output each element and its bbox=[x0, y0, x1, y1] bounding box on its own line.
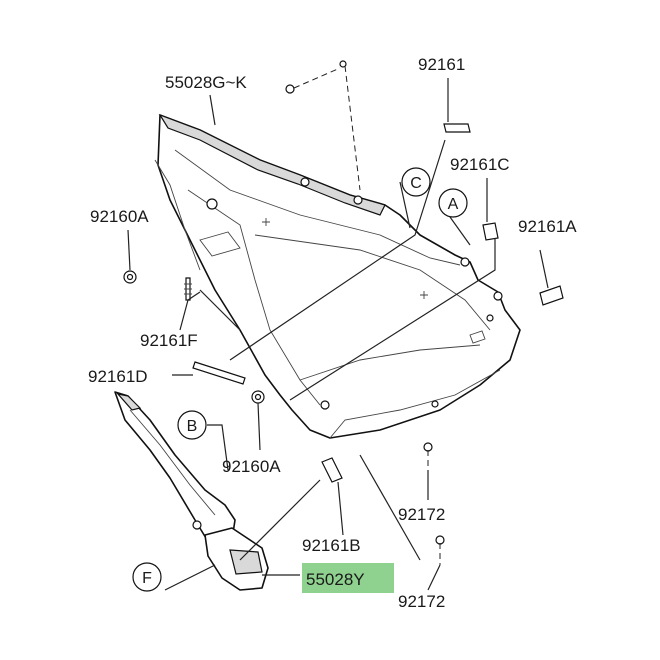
label-92161a: 92161A bbox=[518, 217, 577, 236]
leader-lines bbox=[127, 78, 549, 591]
label-92161: 92161 bbox=[418, 55, 465, 74]
highlight-box-55028y bbox=[302, 563, 394, 593]
callout-a-text: A bbox=[448, 196, 459, 213]
label-92161c: 92161C bbox=[450, 155, 510, 174]
callout-b-text: B bbox=[187, 418, 198, 435]
grommet-92161 bbox=[443, 123, 471, 133]
pad-92161b bbox=[321, 457, 343, 483]
label-92161f: 92161F bbox=[140, 331, 198, 350]
callout-a: A bbox=[438, 188, 468, 218]
callout-f-text: F bbox=[142, 570, 152, 587]
pad-92161a bbox=[539, 285, 564, 306]
callout-c: C bbox=[401, 167, 431, 197]
clip-92161f bbox=[184, 277, 192, 301]
nut-92160a-top bbox=[123, 270, 137, 284]
nut-92160a-bottom bbox=[251, 390, 265, 404]
clip-92161c bbox=[482, 222, 499, 241]
label-92161b: 92161B bbox=[302, 536, 361, 555]
label-92172-top: 92172 bbox=[398, 505, 445, 524]
label-92172-bottom: 92172 bbox=[398, 592, 445, 611]
label-92160a-bottom: 92160A bbox=[222, 457, 281, 476]
callout-c-text: C bbox=[410, 175, 422, 192]
side-cowl-part bbox=[154, 113, 521, 439]
screw-92172-top bbox=[423, 442, 433, 472]
label-92160a-top: 92160A bbox=[90, 207, 149, 226]
label-92161d: 92161D bbox=[88, 367, 148, 386]
callout-b: B bbox=[177, 410, 207, 440]
screw-92172-bottom bbox=[435, 535, 445, 565]
label-55028y: 55028Y bbox=[306, 570, 365, 589]
label-55028g-k: 55028G~K bbox=[165, 73, 247, 92]
strip-92161d bbox=[192, 361, 246, 385]
bolt-55028g bbox=[285, 60, 361, 191]
lower-trim-part bbox=[114, 391, 269, 591]
callout-f: F bbox=[132, 562, 162, 592]
